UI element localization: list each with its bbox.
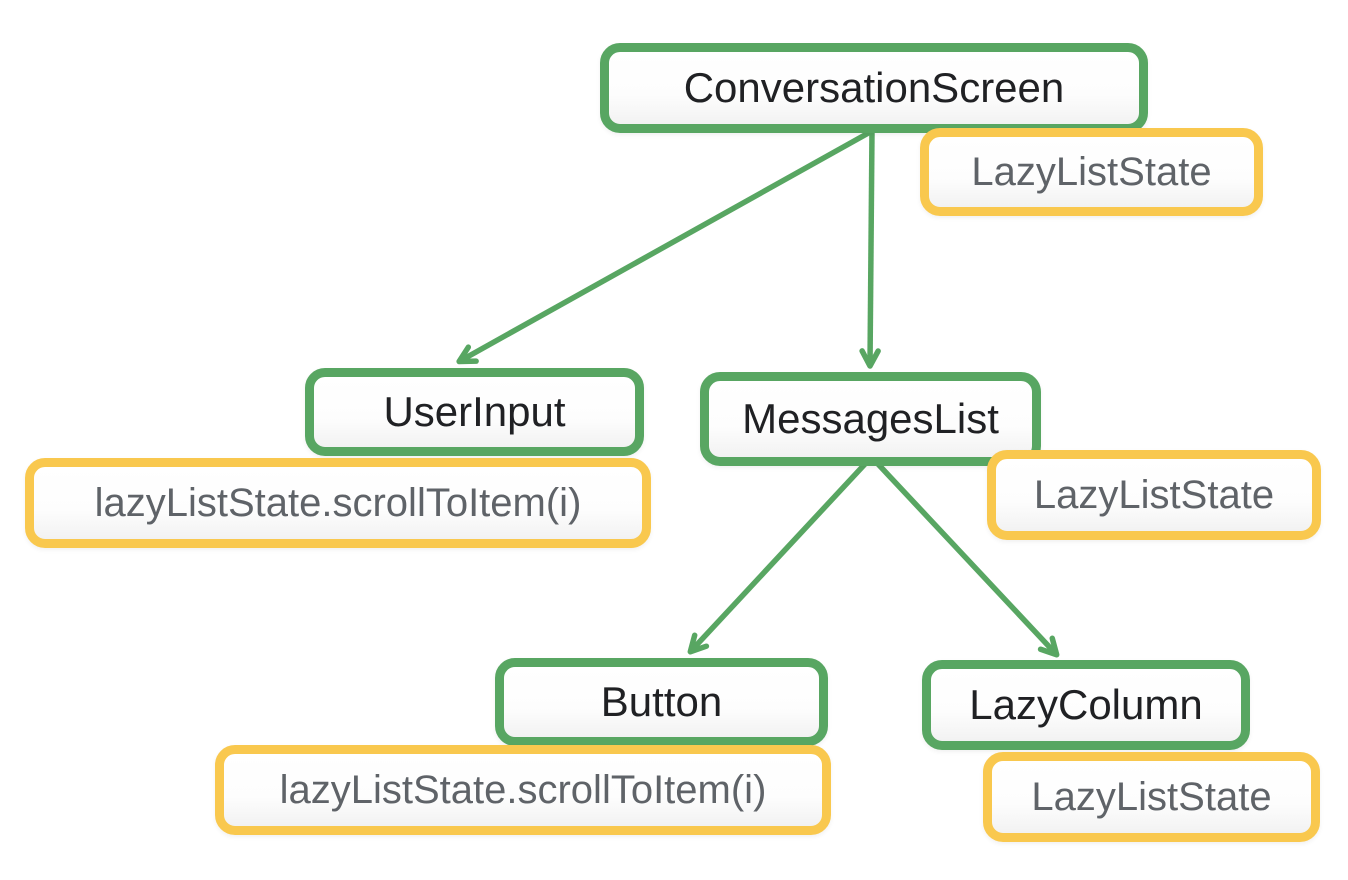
- node-lazy-column-label: LazyColumn: [969, 681, 1203, 728]
- edge-conversationscreen-to-userinput: [456, 128, 874, 365]
- edge-messageslist-to-lazycolumn: [875, 462, 1060, 658]
- badge-lazyliststate-messageslist-label: LazyListState: [1033, 472, 1275, 517]
- node-lazy-column: LazyColumn: [922, 660, 1250, 750]
- badge-lazyliststate-lazycolumn: LazyListState: [983, 752, 1320, 842]
- badge-lazyliststate-lazycolumn-label: LazyListState: [1031, 774, 1272, 819]
- node-conversation-screen: ConversationScreen: [600, 43, 1148, 133]
- node-button: Button: [495, 658, 828, 746]
- badge-scrolltoitem-button-label: lazyListState.scrollToItem(i): [279, 767, 767, 812]
- badge-scrolltoitem-userinput: lazyListState.scrollToItem(i): [25, 458, 651, 548]
- node-button-label: Button: [600, 678, 723, 725]
- badge-lazyliststate-conversationscreen: LazyListState: [920, 128, 1263, 216]
- badge-scrolltoitem-button: lazyListState.scrollToItem(i): [215, 745, 831, 835]
- badge-lazyliststate-messageslist: LazyListState: [987, 450, 1321, 540]
- edge-conversationscreen-to-messageslist: [859, 130, 881, 369]
- node-messages-list-label: MessagesList: [742, 395, 999, 442]
- badge-lazyliststate-conversationscreen-label: LazyListState: [971, 149, 1212, 194]
- node-messages-list: MessagesList: [700, 372, 1041, 466]
- node-user-input: UserInput: [305, 368, 644, 456]
- edge-messageslist-to-button: [687, 462, 868, 655]
- node-conversation-screen-label: ConversationScreen: [683, 64, 1065, 111]
- node-user-input-label: UserInput: [383, 388, 566, 435]
- badge-scrolltoitem-userinput-label: lazyListState.scrollToItem(i): [94, 480, 582, 525]
